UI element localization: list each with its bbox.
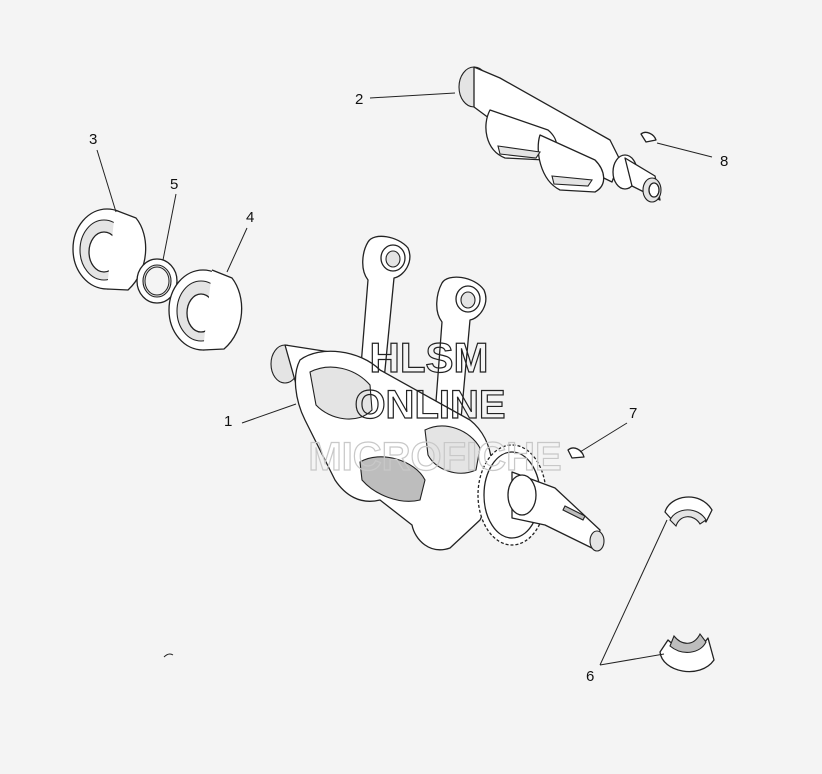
callout-4[interactable]: 4 [246,209,254,226]
callout-3[interactable]: 3 [89,131,97,148]
watermark: HLSM ONLINE MICROFICHE [308,333,563,479]
watermark-line-2: ONLINE [354,383,505,427]
callout-1[interactable]: 1 [224,413,232,430]
crankshaft-part-1[interactable] [270,235,605,552]
watermark-line-3: MICROFICHE [308,435,561,479]
callout-8[interactable]: 8 [720,153,728,170]
callout-5[interactable]: 5 [170,176,178,193]
callout-7[interactable]: 7 [629,405,637,422]
callout-6[interactable]: 6 [586,668,594,685]
woodruff-key-part-8[interactable] [640,131,657,143]
callout-2[interactable]: 2 [355,91,363,108]
woodruff-key-part-7[interactable] [567,447,585,459]
balance-shaft-part-2[interactable] [458,66,662,203]
seal-ring-part-5[interactable] [136,258,178,304]
bearing-part-3[interactable] [72,208,147,291]
leader-lines [96,92,713,666]
bearing-shell-lower-part-6[interactable] [659,632,715,673]
bearing-shell-upper-part-6[interactable] [664,496,713,528]
bearing-part-4[interactable] [168,269,243,351]
watermark-line-1: HLSM [370,334,489,381]
